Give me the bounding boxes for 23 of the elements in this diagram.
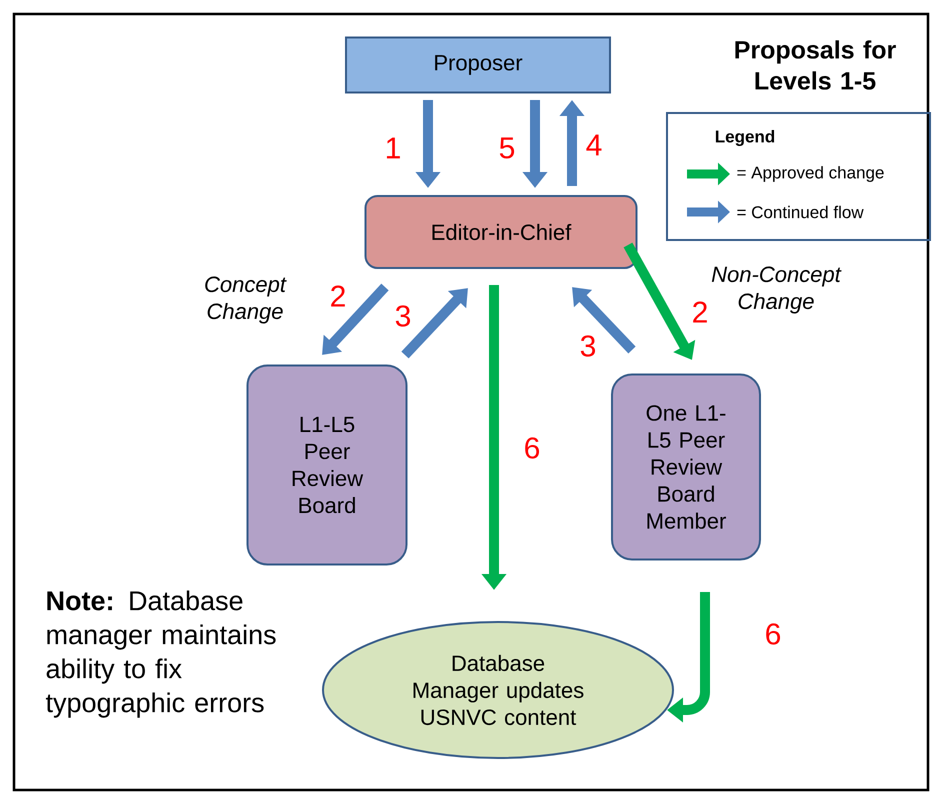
step-number: 5: [498, 136, 516, 160]
step-number: 3: [578, 334, 598, 358]
step-number: 1: [384, 136, 402, 160]
legend-heading: Legend: [716, 130, 774, 146]
step-number: 2: [690, 300, 710, 324]
step-number: 6: [522, 436, 542, 460]
side-label: Non-Concept Change: [712, 266, 842, 314]
legend-text: = Approved change: [737, 166, 884, 182]
block-arrow: [401, 288, 468, 358]
legend-text: = Continued flow: [737, 206, 864, 218]
review-board-box: L1-L5 Peer Review Board: [246, 364, 408, 566]
step-number: 2: [328, 284, 348, 308]
block-arrow: [572, 287, 636, 354]
review-member-box: One L1-L5 Peer Review Board Member: [611, 374, 761, 560]
block-arrow: [322, 284, 389, 355]
step-number: 4: [584, 134, 604, 156]
step-number: 3: [394, 304, 412, 328]
editor-box: Editor-in-Chief: [364, 195, 638, 269]
side-label: Concept Change: [205, 276, 287, 324]
title: Proposals for Levels 1-5: [735, 40, 896, 90]
step-number: 6: [764, 622, 782, 646]
proposer-box: Proposer: [345, 36, 611, 94]
note-text: Note: Database manager maintains ability to fix typographic errors: [46, 590, 276, 718]
